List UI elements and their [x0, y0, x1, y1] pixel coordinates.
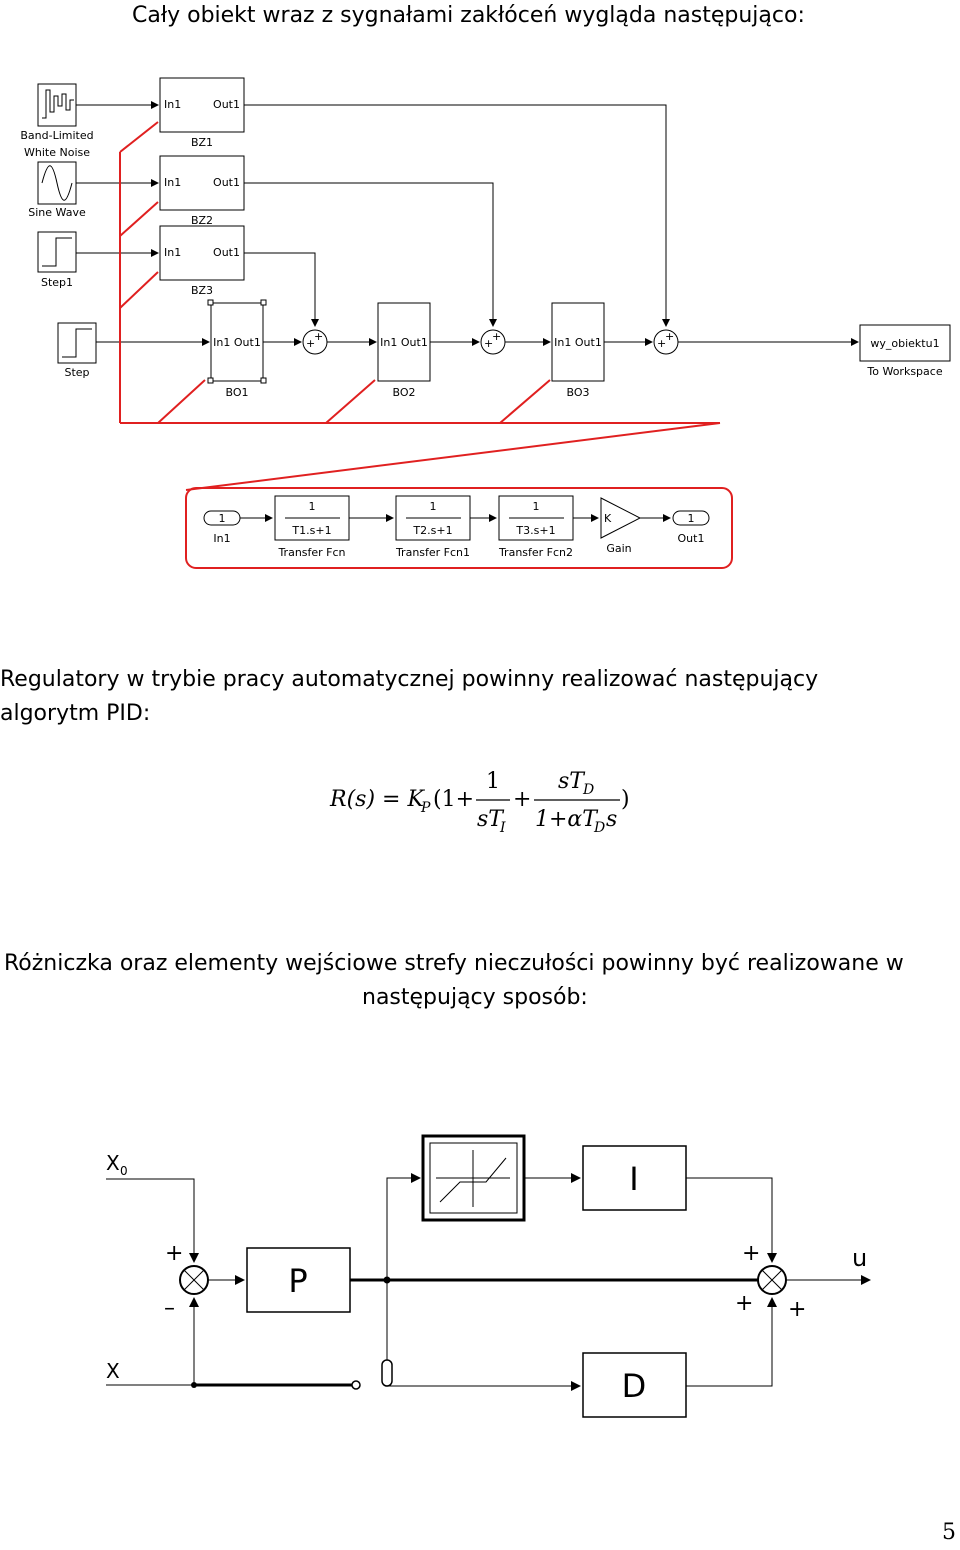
bo3-block[interactable]: [551, 302, 605, 382]
bo3-ports: In1 Out1: [554, 336, 602, 349]
bz3-in: In1: [164, 246, 181, 259]
workspace-var: wy_obiektu1: [870, 337, 939, 350]
x-label: X: [106, 1359, 120, 1383]
p-block[interactable]: [246, 1247, 351, 1313]
inport-label: In1: [213, 532, 230, 545]
tf1-num: 1: [309, 500, 316, 513]
bz3-out: Out1: [213, 246, 240, 259]
svg-text:+: +: [306, 337, 315, 350]
formula-f1-num: 1: [486, 769, 500, 794]
step-source-block[interactable]: [57, 322, 97, 364]
para1-line2: algorytm PID:: [0, 701, 151, 726]
tf3-num: 1: [533, 500, 540, 513]
bz3-block[interactable]: [159, 225, 245, 281]
i-label: I: [629, 1160, 638, 1198]
formula-f1-den-sub: I: [499, 820, 506, 836]
noise-label-1: Band-Limited: [20, 129, 93, 142]
formula-open: (1+: [433, 787, 474, 812]
x0-sub: 0: [120, 1164, 128, 1178]
tf3-den: T3.s+1: [515, 524, 555, 537]
tf2-den: T2.s+1: [412, 524, 452, 537]
sine-label: Sine Wave: [28, 206, 86, 219]
subsystem-frame: [185, 487, 733, 569]
tf1-den: T1.s+1: [291, 524, 331, 537]
simulink-diagram: Band-Limited White Noise Sine Wave Step1…: [20, 77, 951, 569]
para1-line1: Regulatory w trybie pracy automatycznej …: [0, 667, 819, 692]
tf2-label: Transfer Fcn1: [395, 546, 470, 559]
x0-label: X: [106, 1151, 120, 1175]
formula-f2-num-sub: D: [582, 782, 594, 798]
d-block[interactable]: [582, 1352, 687, 1418]
d-label: D: [622, 1367, 647, 1405]
tf2-num: 1: [430, 500, 437, 513]
bz2-block[interactable]: [159, 155, 245, 211]
u-label: u: [852, 1244, 867, 1272]
formula-f2-den-sub: D: [593, 820, 605, 836]
bo2-name: BO2: [392, 386, 415, 399]
svg-text:+: +: [314, 330, 323, 343]
bz2-out: Out1: [213, 176, 240, 189]
outport-num: 1: [688, 512, 695, 525]
formula-kp-sub: P: [420, 800, 431, 816]
to-workspace-block[interactable]: [859, 324, 951, 362]
formula-close: ): [621, 787, 630, 812]
svg-text:+: +: [665, 330, 674, 343]
bz1-name: BZ1: [191, 136, 213, 149]
bo1-ports: In1 Out1: [213, 336, 261, 349]
p-label: P: [288, 1262, 307, 1300]
outport-label: Out1: [678, 532, 705, 545]
page-number: 5: [942, 1520, 956, 1545]
tf3-label: Transfer Fcn2: [498, 546, 573, 559]
bo2-ports: In1 Out1: [380, 336, 428, 349]
para2-line2: następujący sposób:: [362, 985, 588, 1010]
bo3-name: BO3: [566, 386, 589, 399]
bz1-in: In1: [164, 98, 181, 111]
formula-f2-den-tail: s: [606, 807, 617, 832]
formula-f2-den: 1+αT: [535, 807, 599, 832]
noise-label-2: White Noise: [24, 146, 90, 159]
heading-text: Cały obiekt wraz z sygnałami zakłóceń wy…: [132, 3, 805, 28]
bo2-block[interactable]: [377, 302, 431, 382]
gain-symbol: K: [604, 512, 612, 525]
bz2-name: BZ2: [191, 214, 213, 227]
sum1-plus: +: [165, 1241, 183, 1266]
bz2-in: In1: [164, 176, 181, 189]
bz1-out: Out1: [213, 98, 240, 111]
workspace-label: To Workspace: [866, 365, 942, 378]
sum2-plus-right: +: [788, 1297, 806, 1322]
sum2-plus-left: +: [735, 1291, 753, 1316]
step-label: Step: [64, 366, 89, 379]
bo1-name: BO1: [225, 386, 248, 399]
gain-block[interactable]: [600, 497, 642, 539]
bo1-block[interactable]: [210, 302, 264, 382]
inport-num: 1: [219, 512, 226, 525]
formula-f2-num: sT: [558, 769, 586, 794]
formula-f1-den: sT: [477, 807, 505, 832]
pid-block-diagram: X 0 X + – P I D + + + u: [106, 1134, 871, 1418]
svg-text:+: +: [484, 337, 493, 350]
tf1-label: Transfer Fcn: [277, 546, 345, 559]
sum2-plus-top: +: [742, 1241, 760, 1266]
svg-text:+: +: [492, 330, 501, 343]
gain-label: Gain: [606, 542, 631, 555]
sum1-minus: –: [164, 1296, 175, 1321]
pid-formula: R(s) = K P (1+ 1 sT I + sT D 1+αT D s ): [329, 769, 630, 836]
step1-label: Step1: [41, 276, 73, 289]
outport-block[interactable]: [672, 510, 710, 526]
bz1-block[interactable]: [159, 77, 245, 133]
para2-line1: Różniczka oraz elementy wejściowe strefy…: [4, 951, 904, 976]
step1-source-block[interactable]: [37, 231, 77, 273]
formula-plus: +: [513, 787, 531, 812]
bz3-name: BZ3: [191, 284, 213, 297]
formula-lhs: R(s) = K: [329, 787, 425, 812]
svg-text:+: +: [657, 337, 666, 350]
